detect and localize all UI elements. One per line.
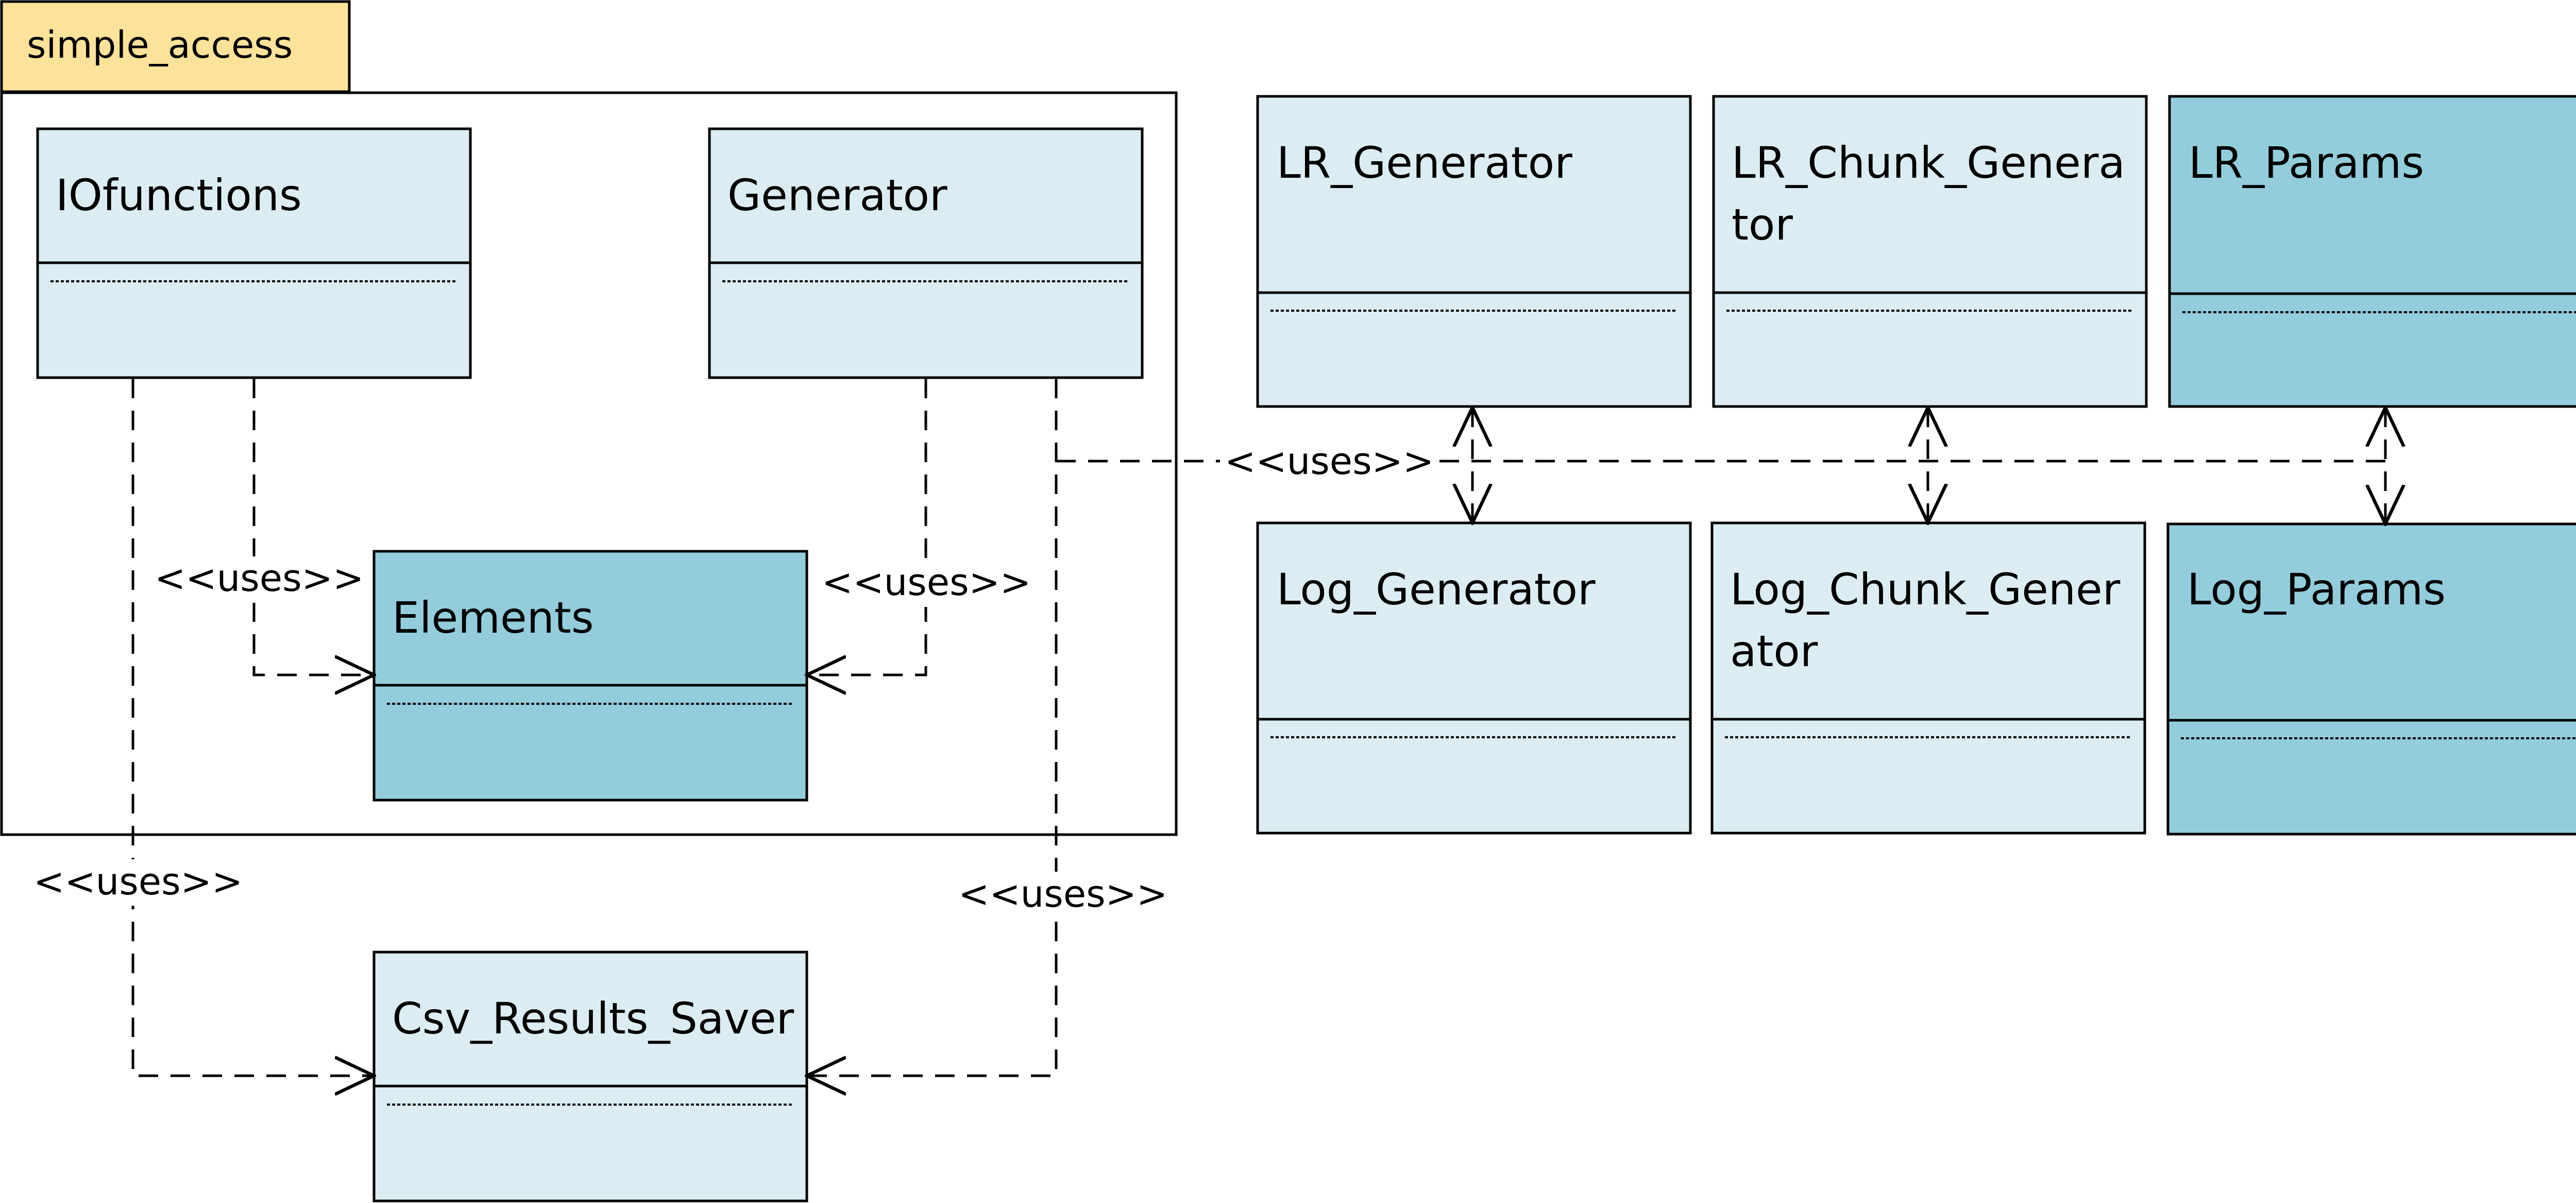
class-name: Elements [392,592,594,643]
class-name: IOfunctions [56,170,302,221]
stereotype-background [956,872,1162,918]
class-name-line-2: ator [1730,626,1818,676]
class-lr-generator[interactable]: LR_Generator [1256,95,1692,408]
class-name: Generator [727,170,947,221]
dependencies [131,379,2385,1076]
class-box [2166,522,2576,836]
class-box [372,951,808,1202]
package-tab [0,0,351,93]
stereotype-background [1220,439,1426,485]
dependency-generator-to-csv[interactable] [807,379,1058,1076]
dependency-io-to-elements[interactable] [252,379,374,675]
dependency-io-to-csv[interactable] [131,379,374,1076]
class-name-line-2: tor [1732,199,1793,250]
stereotype-background [818,561,1024,607]
stereotype-label-generator-external: <<uses>> [1225,439,1434,483]
class-box [1710,521,2146,835]
stereotype-background [149,556,355,603]
class-box [372,550,808,802]
stereotype-label-io-csv: <<uses>> [33,860,243,903]
class-log-chunk-generator[interactable]: Log_Chunk_Gener ator [1710,521,2146,835]
class-box [1712,95,2148,408]
class-name: Log_Generator [1277,564,1596,615]
class-box [708,127,1144,379]
stereotype-label-io-elements: <<uses>> [155,556,364,600]
class-name-line-1: LR_Chunk_Genera [1732,138,2125,188]
package-simple-access[interactable]: simple_access [0,0,1178,836]
class-log-params[interactable]: Log_Params [2166,522,2576,836]
class-name: Csv_Results_Saver [392,993,794,1044]
class-box [2168,95,2576,408]
class-box [36,127,472,379]
dependency-generator-to-elements[interactable] [807,379,927,675]
class-csv-results-saver[interactable]: Csv_Results_Saver [372,951,808,1202]
stereotype-label-generator-csv: <<uses>> [958,872,1167,916]
class-elements[interactable]: Elements [372,550,808,802]
class-name-line-1: Log_Chunk_Gener [1730,564,2121,615]
class-name: LR_Params [2189,138,2424,188]
stereotype-background [31,859,237,906]
class-lr-params[interactable]: LR_Params [2168,95,2576,408]
class-name: Log_Params [2187,564,2446,615]
stereotype-label-generator-elements: <<uses>> [822,561,1031,604]
class-name: LR_Generator [1277,138,1572,188]
package-body [0,91,1178,836]
class-generator[interactable]: Generator [708,127,1144,379]
class-iofunctions[interactable]: IOfunctions [36,127,472,379]
class-log-generator[interactable]: Log_Generator [1256,521,1692,835]
class-box [1256,95,1692,408]
class-box [1256,521,1692,835]
class-lr-chunk-generator[interactable]: LR_Chunk_Genera tor [1712,95,2148,408]
package-label: simple_access [27,23,293,66]
